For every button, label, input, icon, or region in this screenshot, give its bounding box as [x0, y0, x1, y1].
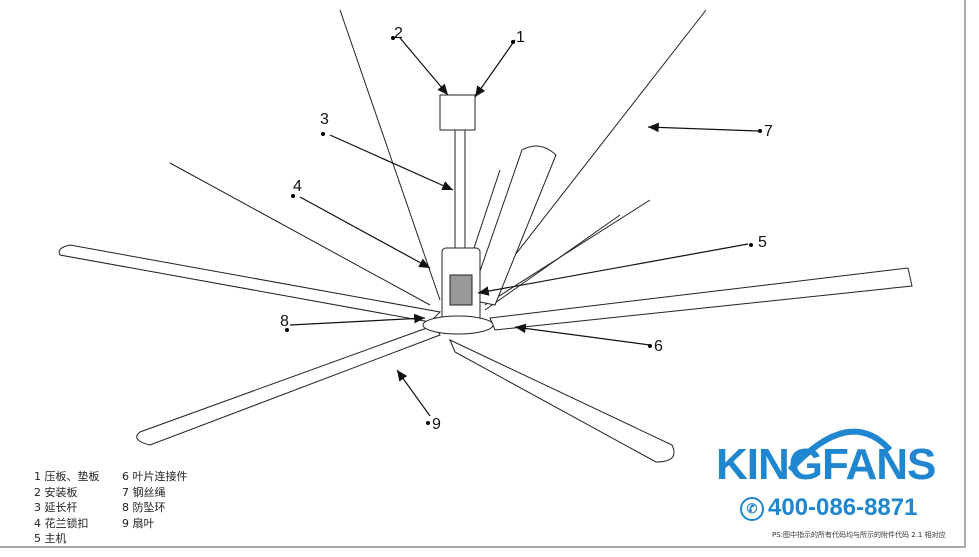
callout-3: 3	[320, 111, 329, 128]
callout-7: 7	[764, 123, 773, 140]
legend-item: 9 扇叶	[122, 516, 155, 530]
callout-9: 9	[432, 416, 441, 433]
legend-item: 7 钢丝绳	[122, 485, 166, 499]
legend-item: 1 压板、垫板	[34, 470, 100, 483]
legend-item: 4 花兰锁扣	[34, 516, 89, 530]
legend-item: 2 安装板	[34, 485, 78, 499]
legend-item: 8 防坠环	[122, 501, 166, 514]
parts-legend: 1 压板、垫板 6 叶片连接件 2 安装板 7 钢丝绳 3 延长杆 8 防坠环 4 花…	[34, 470, 222, 547]
frame	[0, 0, 966, 548]
brand-logo: KINGFANS	[716, 440, 936, 489]
motor-assembly	[422, 94, 494, 335]
callout-1: 1	[516, 29, 525, 46]
footnote: PS:图中指示的所有代码均与所示的附件代码 2.1 相对应	[772, 531, 946, 539]
callout-4: 4	[293, 178, 302, 195]
phone-text: 400-086-8871	[768, 494, 918, 521]
logo-swoosh	[787, 428, 893, 473]
legend-item: 6 叶片连接件	[122, 470, 188, 483]
callout-labels: 1 2 3 4 5 6 7 8 9	[280, 25, 773, 433]
legend-item: 5 主机	[34, 532, 67, 545]
fan-blades	[58, 145, 913, 463]
callout-arrows	[289, 37, 759, 417]
phone-icon: ✆	[740, 497, 764, 521]
callout-5: 5	[758, 234, 767, 251]
phone-number: ✆400-086-8871	[740, 494, 917, 522]
callout-8: 8	[280, 313, 289, 330]
legend-item: 3 延长杆	[34, 501, 78, 514]
callout-2: 2	[394, 25, 403, 42]
cables	[169, 9, 707, 311]
callout-6: 6	[654, 338, 663, 355]
